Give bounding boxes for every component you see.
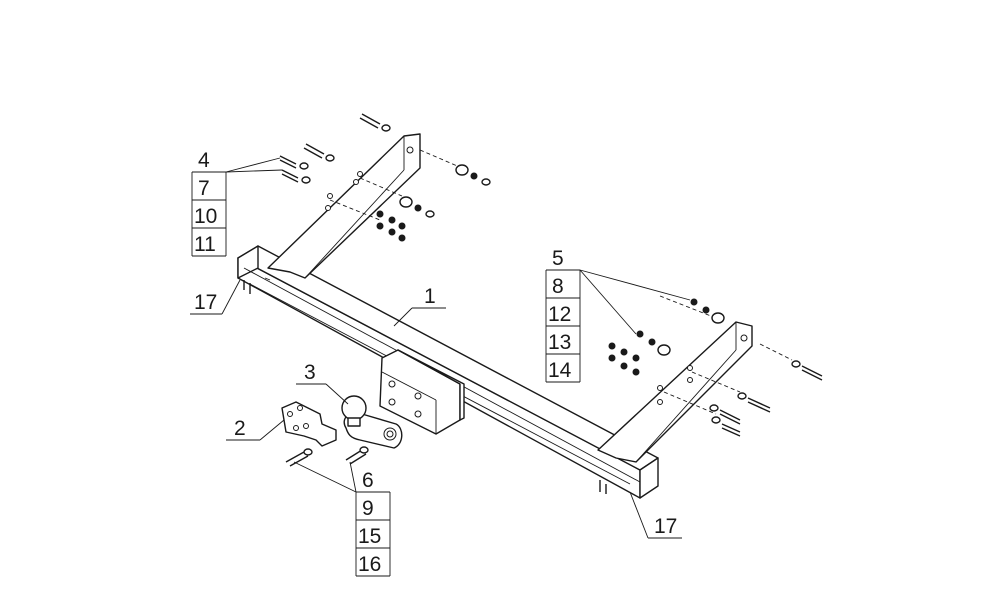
label-16: 16 [358,553,381,576]
leader-lines [190,157,691,539]
hardware-right [608,295,823,437]
label-13: 13 [548,331,571,354]
label-4: 4 [198,149,210,172]
label-14: 14 [548,359,572,382]
label-17-left: 17 [194,291,217,314]
label-8: 8 [552,275,564,298]
hardware-left [279,113,491,242]
tow-ball [341,395,403,449]
stack-left-top: 4 7 10 11 [191,149,227,257]
ball-mount-bracket [379,349,465,435]
label-15: 15 [358,525,381,548]
label-9: 9 [362,497,374,520]
stack-bottom: 6 9 15 16 [355,469,391,577]
stack-right-top: 5 8 12 13 14 [545,247,581,383]
socket-plate [281,401,337,447]
label-5: 5 [552,247,564,270]
label-3: 3 [304,361,316,384]
label-6: 6 [362,469,374,492]
label-10: 10 [194,205,217,228]
label-17-right: 17 [654,515,677,538]
right-bracket [597,321,753,463]
label-12: 12 [548,303,571,326]
label-7: 7 [198,177,210,200]
label-1: 1 [424,285,436,308]
label-2: 2 [234,417,246,440]
label-11: 11 [194,233,216,256]
hardware-bottom [285,446,369,467]
